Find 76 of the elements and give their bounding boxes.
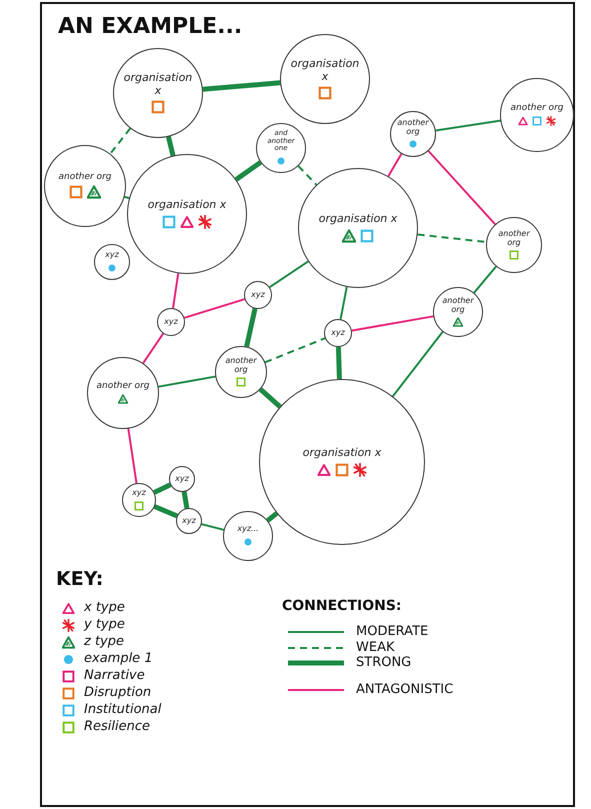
legend-label: ANTAGONISTIC (356, 682, 454, 697)
connection-line (158, 376, 216, 388)
node-circle (244, 281, 272, 309)
connection-line (127, 428, 138, 484)
node-label: xyz (182, 516, 196, 526)
node-circle (157, 308, 185, 336)
node-circle (324, 319, 352, 347)
node-label: xyz (175, 474, 189, 484)
connection-line (258, 387, 282, 409)
node-label: another org (510, 104, 564, 114)
connection-line (202, 80, 280, 92)
connection-line (110, 128, 131, 154)
node-circle (169, 466, 195, 492)
connection-line (182, 491, 190, 509)
node-circle (433, 287, 483, 337)
connection-line (352, 315, 434, 332)
node-label: another org (441, 296, 475, 314)
node-label: xyz... (237, 525, 259, 534)
node-circle (223, 511, 273, 561)
connection-line (428, 150, 496, 225)
legend-label: Institutional (84, 702, 162, 717)
connection-line (473, 266, 497, 294)
legend-label: MODERATE (356, 624, 428, 639)
node-circle (215, 346, 267, 398)
node-label: xyz (251, 290, 265, 300)
node-circle (122, 483, 156, 517)
connection-line (184, 298, 245, 319)
legend-label: y type (84, 617, 125, 632)
connection-line (298, 165, 318, 186)
node-circle (176, 508, 202, 534)
node-circle (94, 244, 130, 280)
node-label: another org (96, 382, 150, 392)
connection-line (392, 331, 444, 397)
node-label: organisation x (122, 72, 194, 97)
connection-line (154, 504, 178, 518)
node-label: another org (224, 356, 258, 374)
connection-line (142, 333, 164, 364)
legend-label: Resilience (84, 719, 150, 734)
connection-line (172, 273, 180, 308)
node-label: xyz (105, 251, 119, 260)
key-heading: CONNECTIONS: (282, 598, 402, 614)
legend-label: WEAK (356, 640, 394, 655)
node-label: organisation x (290, 58, 360, 83)
connection-line (244, 308, 258, 348)
node-label: another org (497, 230, 531, 248)
diagram-title: AN EXAMPLE... (58, 14, 242, 39)
legend-label: Disruption (84, 685, 152, 700)
connection-line (269, 260, 309, 288)
key-heading: KEY: (56, 568, 104, 590)
connection-line (340, 286, 348, 320)
connection-line (336, 346, 342, 380)
connection-line (387, 153, 402, 177)
node-circle (390, 111, 436, 157)
legend-label: x type (84, 600, 125, 615)
node-label: organisation x (318, 213, 398, 226)
connection-line (166, 136, 176, 156)
connection-line (153, 482, 172, 495)
connection-line (436, 120, 501, 132)
legend-label: Narrative (84, 668, 145, 683)
node-label: xyz (164, 318, 178, 326)
node-label: organisation x (302, 447, 382, 460)
connection-line (264, 337, 326, 364)
connection-line (201, 523, 224, 531)
connection-line (266, 511, 278, 522)
connection-line (418, 234, 486, 243)
legend-label: STRONG (356, 655, 412, 670)
node-label: xyz (132, 489, 146, 498)
node-label: another org (396, 118, 430, 136)
legend-label: example 1 (84, 651, 153, 666)
node-label: organisation x (148, 199, 226, 212)
legend-label: z type (84, 634, 124, 649)
connection-line (234, 160, 262, 182)
node-circle (486, 217, 542, 273)
node-circle (256, 123, 306, 173)
node-label: another org (58, 172, 112, 182)
node-label: xyz (331, 328, 345, 338)
